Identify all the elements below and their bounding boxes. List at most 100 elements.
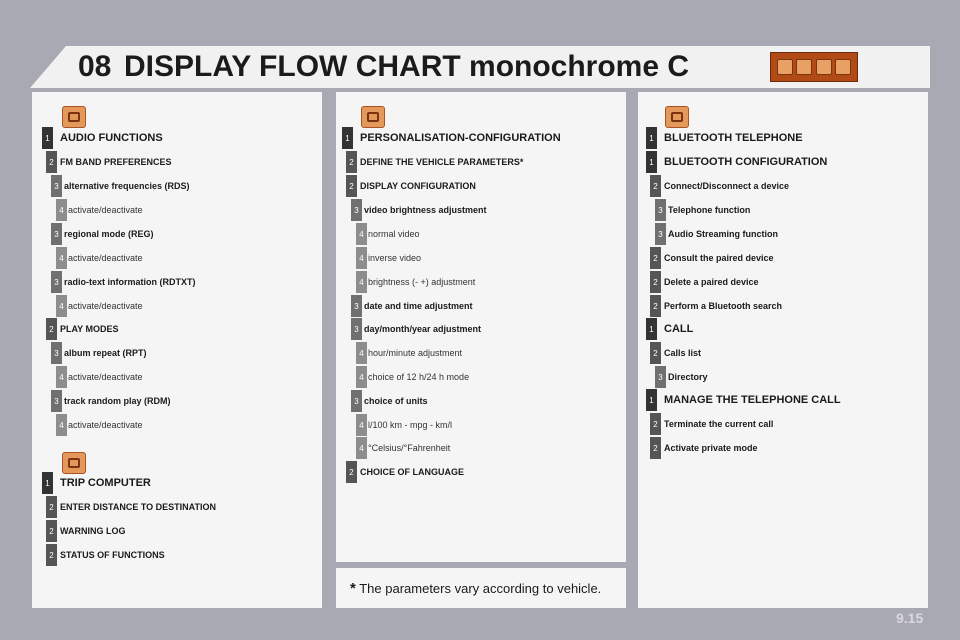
left-item-label: PLAY MODES	[60, 324, 119, 334]
middle-level-badge: 3	[351, 295, 362, 317]
middle-item-label: day/month/year adjustment	[364, 324, 482, 334]
left-level-badge: 3	[51, 271, 62, 293]
phone-icon	[835, 59, 852, 75]
section-icons-strip	[770, 52, 858, 82]
right-item-label: BLUETOOTH CONFIGURATION	[664, 156, 828, 168]
left-panel	[32, 92, 322, 608]
middle-item-label: CHOICE OF LANGUAGE	[360, 467, 465, 477]
left-level-badge: 2	[46, 151, 57, 173]
middle-panel	[336, 92, 626, 562]
right-level-badge: 3	[655, 366, 666, 388]
left-level-badge: 4	[56, 199, 67, 221]
right-item-label: Connect/Disconnect a device	[664, 181, 790, 191]
middle-item-label: date and time adjustment	[364, 301, 473, 311]
middle-level-badge: 3	[351, 390, 362, 412]
right-level-badge: 2	[650, 342, 661, 364]
left-level-badge: 2	[46, 496, 57, 518]
right-level-badge: 2	[650, 271, 661, 293]
middle-level-badge: 4	[356, 437, 367, 459]
middle-level-badge: 3	[351, 318, 362, 340]
left-level-badge: 1	[42, 472, 53, 494]
left-level-badge: 3	[51, 390, 62, 412]
right-level-badge: 3	[655, 199, 666, 221]
right-level-badge: 2	[650, 413, 661, 435]
left-item-label: ENTER DISTANCE TO DESTINATION	[60, 502, 217, 512]
right-item-label: MANAGE THE TELEPHONE CALL	[664, 394, 841, 406]
left-level-badge: 3	[51, 175, 62, 197]
left-item-label: activate/deactivate	[68, 205, 143, 215]
trip-computer-icon	[796, 59, 813, 75]
left-item-label: activate/deactivate	[68, 372, 143, 382]
middle-item-label: DEFINE THE VEHICLE PARAMETERS*	[360, 157, 524, 167]
middle-level-badge: 4	[356, 271, 367, 293]
left-level-badge: 2	[46, 544, 57, 566]
left-item-label: album repeat (RPT)	[64, 348, 147, 358]
right-level-badge: 2	[650, 175, 661, 197]
left-item-label: activate/deactivate	[68, 301, 143, 311]
right-level-badge: 3	[655, 223, 666, 245]
left-level-badge: 4	[56, 295, 67, 317]
middle-level-badge: 1	[342, 127, 353, 149]
right-item-label: Telephone function	[668, 205, 751, 215]
right-level-badge: 1	[646, 389, 657, 411]
right-item-label: Calls list	[664, 348, 702, 358]
page-number: 9.15	[896, 610, 924, 626]
left-item-label: activate/deactivate	[68, 420, 143, 430]
right-level-badge: 1	[646, 127, 657, 149]
right-level-badge: 1	[646, 318, 657, 340]
left-item-label: track random play (RDM)	[64, 396, 171, 406]
right-item-label: Delete a paired device	[664, 277, 759, 287]
right-level-badge: 2	[650, 295, 661, 317]
audio-icon	[776, 59, 793, 75]
middle-level-badge: 4	[356, 223, 367, 245]
page-title: DISPLAY FLOW CHART monochrome C	[124, 50, 690, 83]
left-item-label: AUDIO FUNCTIONS	[60, 132, 163, 144]
middle-level-badge: 4	[356, 366, 367, 388]
right-level-badge: 1	[646, 151, 657, 173]
left-item-label: activate/deactivate	[68, 253, 143, 263]
left-item-label: radio-text information (RDTXT)	[64, 277, 196, 287]
middle-item-label: video brightness adjustment	[364, 205, 487, 215]
footnote-star: *	[350, 580, 356, 597]
right-level-badge: 2	[650, 437, 661, 459]
left-level-badge: 1	[42, 127, 53, 149]
right-item-label: Audio Streaming function	[668, 229, 778, 239]
right-panel	[638, 92, 928, 608]
middle-level-badge: 4	[356, 414, 367, 436]
middle-item-label: normal video	[368, 229, 420, 239]
middle-level-badge: 2	[346, 461, 357, 483]
left-item-label: TRIP COMPUTER	[60, 477, 151, 489]
left-item-label: regional mode (REG)	[64, 229, 154, 239]
chapter-number: 08	[78, 50, 112, 83]
audio-section-icon	[62, 106, 86, 128]
middle-item-label: hour/minute adjustment	[368, 348, 463, 358]
left-level-badge: 4	[56, 366, 67, 388]
middle-level-badge: 2	[346, 151, 357, 173]
middle-level-badge: 2	[346, 175, 357, 197]
right-item-label: Directory	[668, 372, 708, 382]
left-item-label: WARNING LOG	[60, 526, 126, 536]
middle-level-badge: 4	[356, 342, 367, 364]
middle-item-label: choice of 12 h/24 h mode	[368, 372, 470, 382]
footnote-panel	[336, 568, 626, 608]
middle-level-badge: 3	[351, 199, 362, 221]
right-item-label: Consult the paired device	[664, 253, 774, 263]
middle-item-label: choice of units	[364, 396, 428, 406]
middle-item-label: inverse video	[368, 253, 422, 263]
middle-item-label: l/100 km - mpg - km/l	[368, 420, 453, 430]
left-level-badge: 4	[56, 247, 67, 269]
phone-section-icon	[665, 106, 689, 128]
middle-level-badge: 4	[356, 247, 367, 269]
right-item-label: BLUETOOTH TELEPHONE	[664, 132, 803, 144]
footnote-text: The parameters vary according to vehicle…	[359, 581, 602, 596]
right-item-label: Activate private mode	[664, 443, 758, 453]
trip-computer-section-icon	[62, 452, 86, 474]
footnote: * The parameters vary according to vehic…	[350, 580, 601, 597]
right-item-label: Perform a Bluetooth search	[664, 301, 783, 311]
middle-item-label: DISPLAY CONFIGURATION	[360, 181, 476, 191]
middle-item-label: °Celsius/°Fahrenheit	[368, 443, 451, 453]
left-level-badge: 2	[46, 318, 57, 340]
left-item-label: FM BAND PREFERENCES	[60, 157, 172, 167]
left-level-badge: 2	[46, 520, 57, 542]
right-item-label: Terminate the current call	[664, 419, 774, 429]
